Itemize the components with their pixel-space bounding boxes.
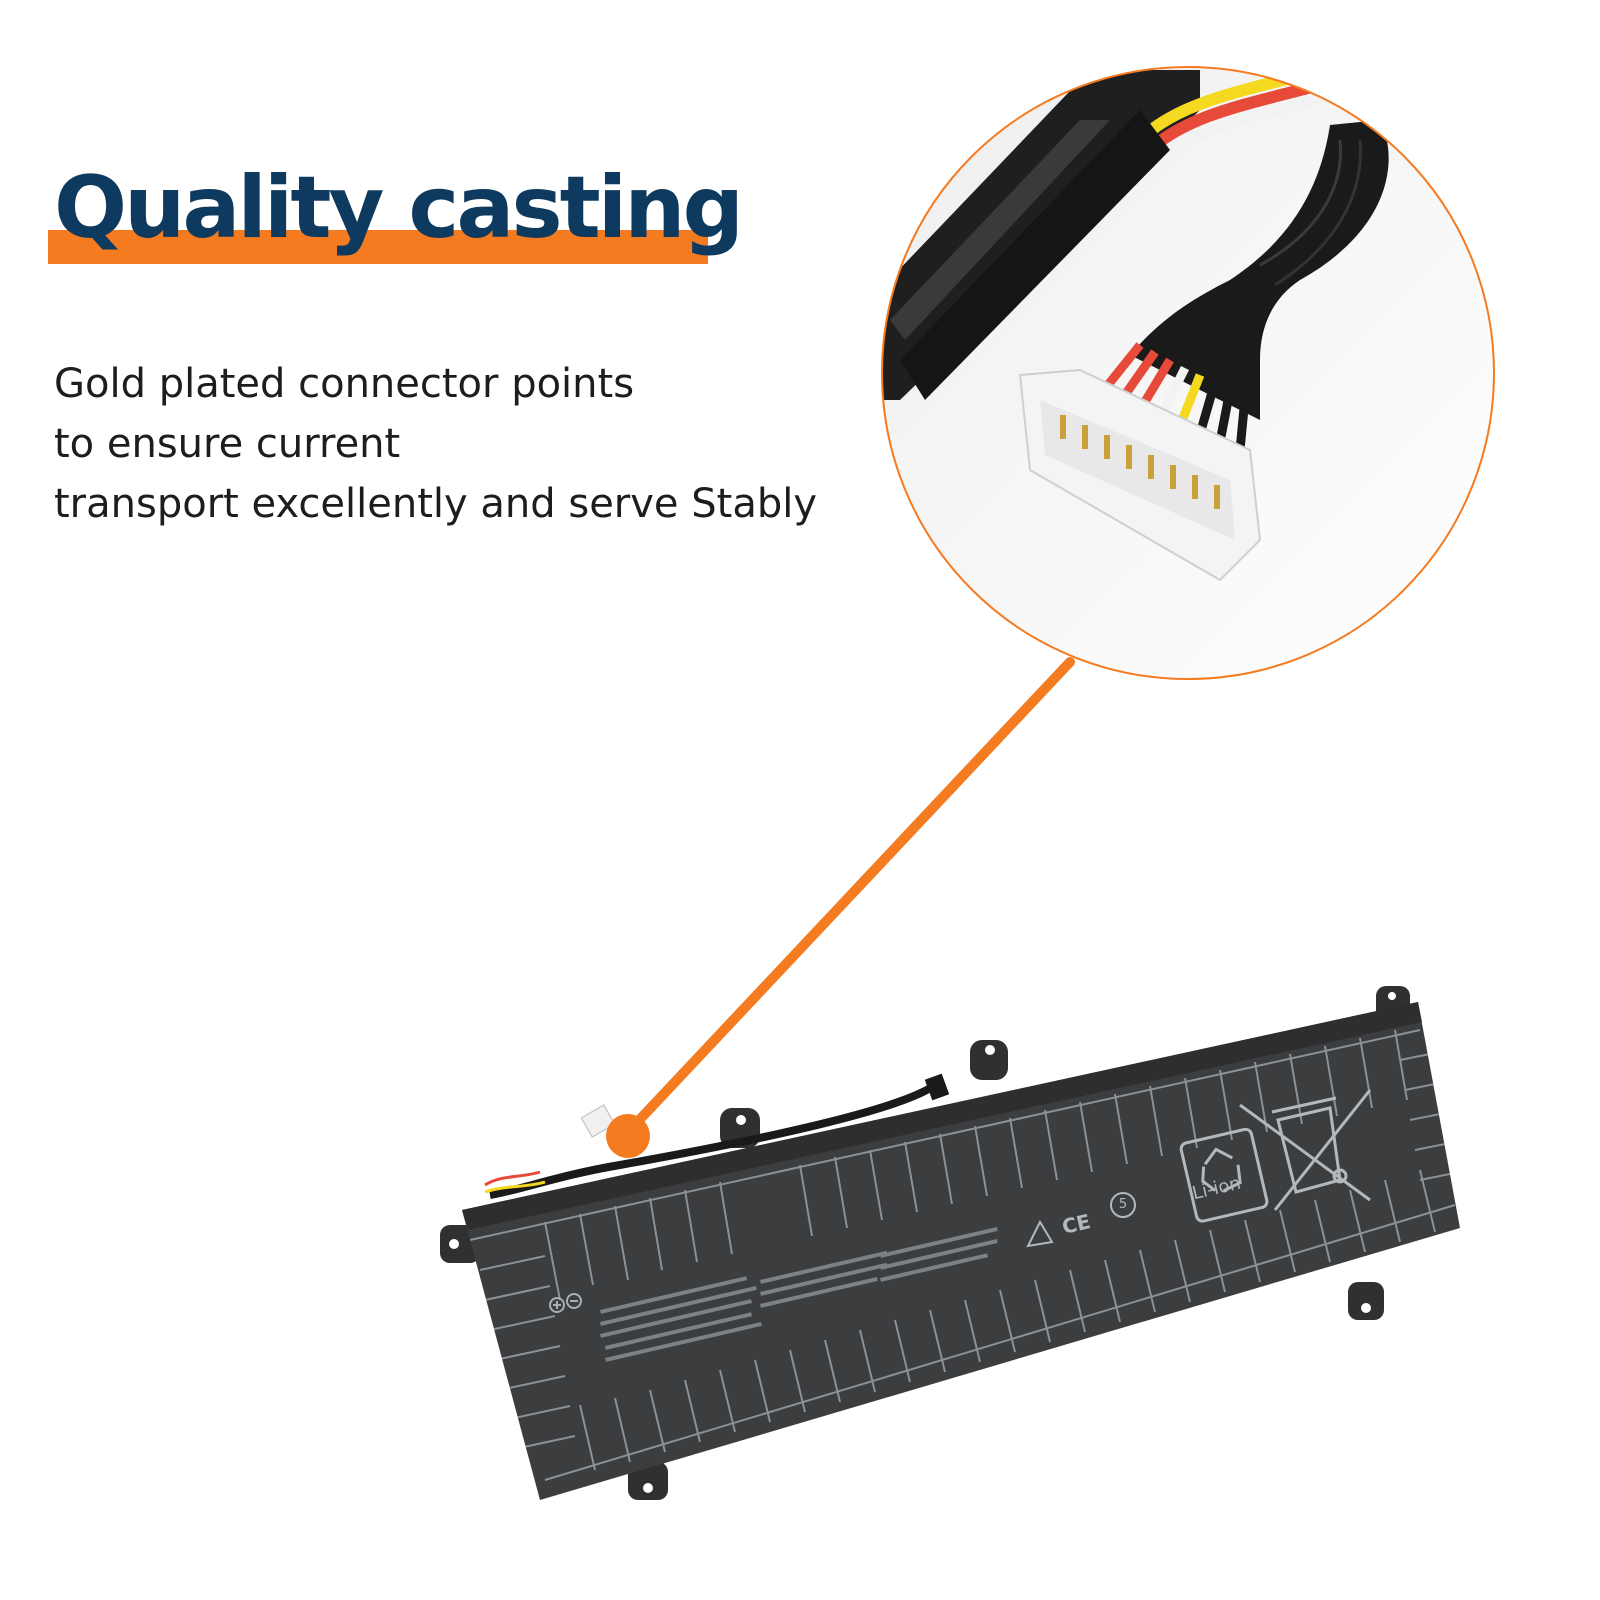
circle-five-mark: 5 xyxy=(1110,1192,1136,1218)
callout-line xyxy=(623,657,1075,1137)
description-line-2: to ensure current xyxy=(54,421,401,467)
title-underline xyxy=(48,230,708,264)
description: Gold plated connector points to ensure c… xyxy=(54,354,874,534)
crossed-bin-icon xyxy=(1239,1089,1372,1211)
callout-dot xyxy=(606,1114,650,1158)
page-title: Quality casting xyxy=(54,158,744,258)
warning-triangle-icon xyxy=(1026,1219,1054,1248)
battery-pack xyxy=(440,986,1460,1500)
heading: Quality casting xyxy=(48,158,744,268)
zoom-circle xyxy=(881,66,1495,680)
recycle-icon xyxy=(1179,1127,1269,1223)
description-line-1: Gold plated connector points xyxy=(54,361,635,407)
plus-minus-icon xyxy=(549,1293,582,1313)
description-line-3: transport excellently and serve Stably xyxy=(54,481,818,527)
